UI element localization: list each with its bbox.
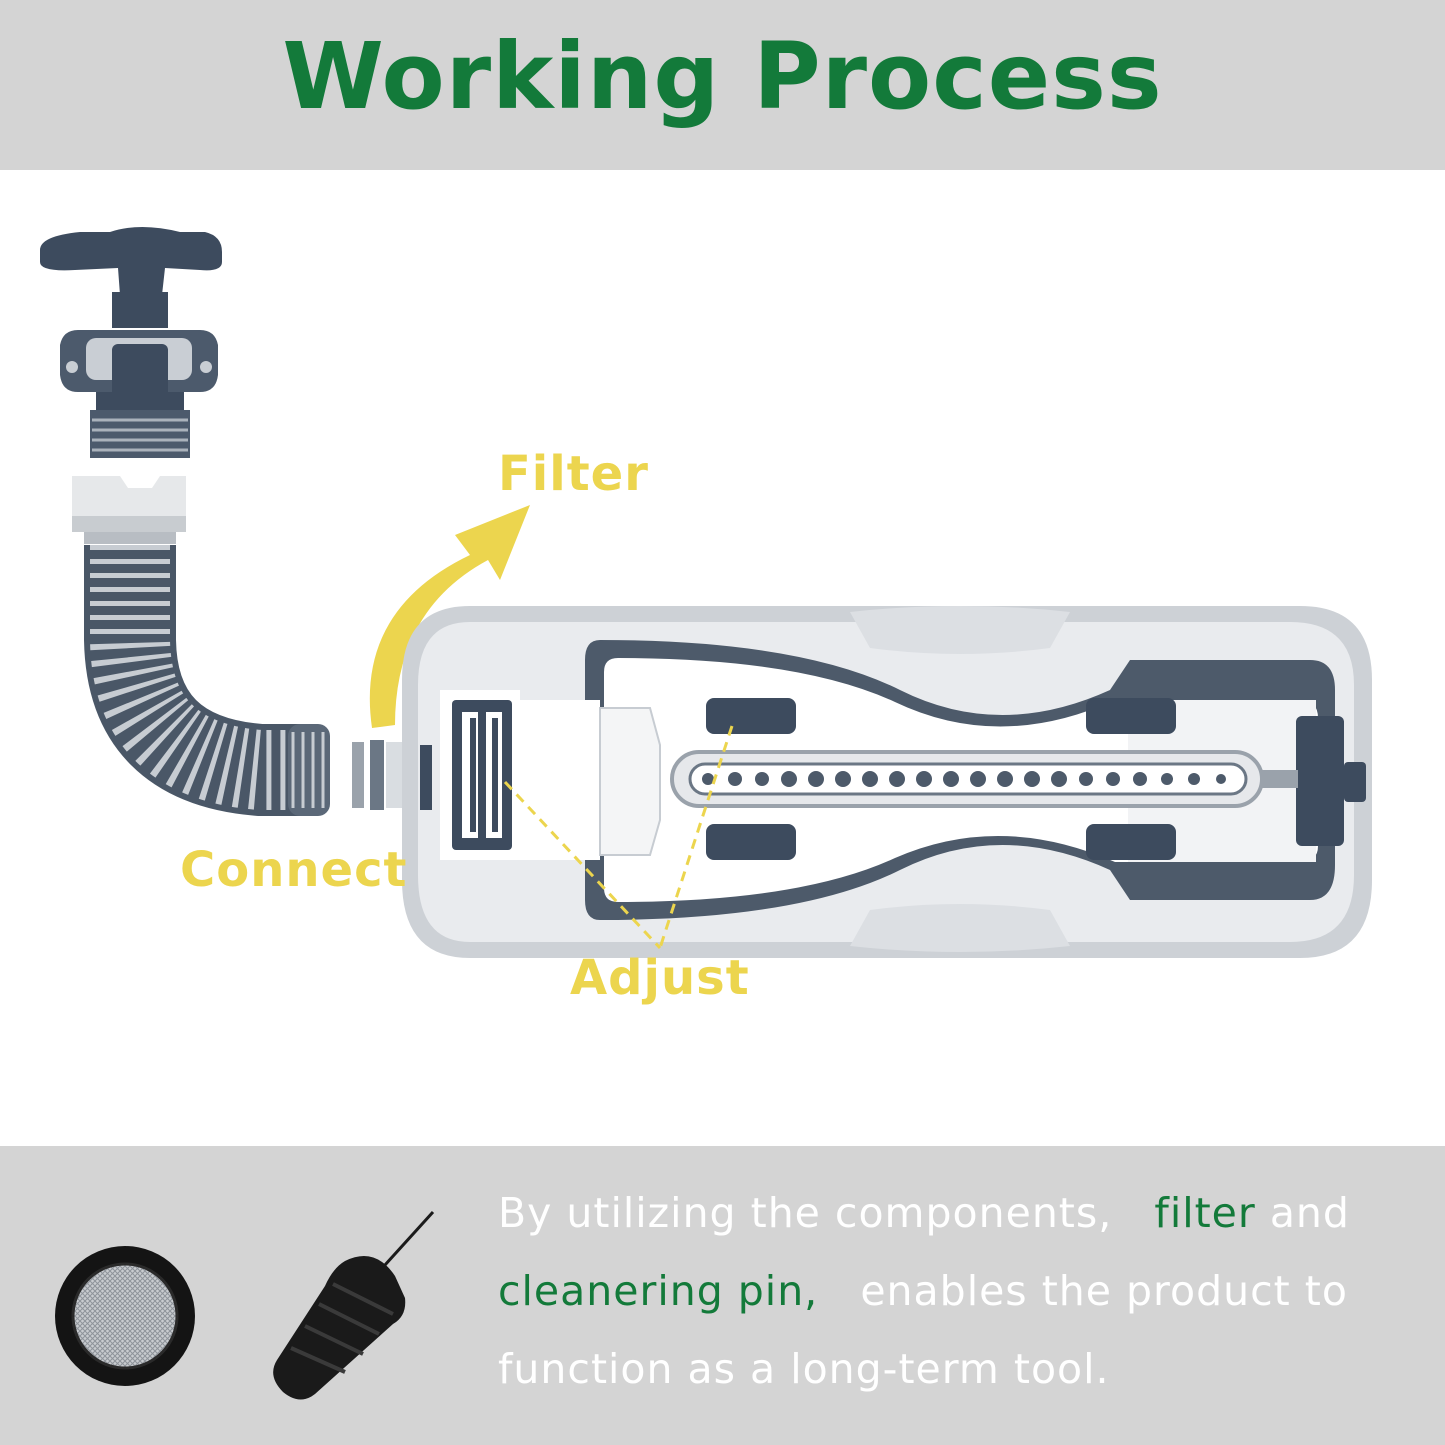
mesh-filter-icon [55,1246,195,1386]
cleaning-pin-icon [273,1210,435,1400]
highlight-filter: filter [1154,1189,1256,1237]
header-band: Working Process [0,0,1445,170]
footer-band: By utilizing the components, filter and … [0,1146,1445,1445]
label-connect: Connect [180,842,408,898]
highlight-cleanering-pin: cleanering pin, [498,1267,819,1315]
coupling-icon [72,476,186,544]
description-part1: By utilizing the components, [498,1189,1113,1237]
working-diagram [40,227,1372,958]
label-adjust: Adjust [570,950,750,1006]
arrow-icon [369,505,530,728]
description-part2: and [1269,1189,1350,1237]
sprinkler-device-icon [402,606,1372,958]
hose-icon [84,545,402,816]
page-title: Working Process [282,23,1163,130]
label-filter: Filter [498,446,649,502]
adjust-pointer-lines [503,725,734,950]
description-text: By utilizing the components, filter and … [498,1174,1398,1408]
description-part3: enables the product to function as a lon… [498,1267,1348,1393]
faucet-icon [40,227,222,458]
